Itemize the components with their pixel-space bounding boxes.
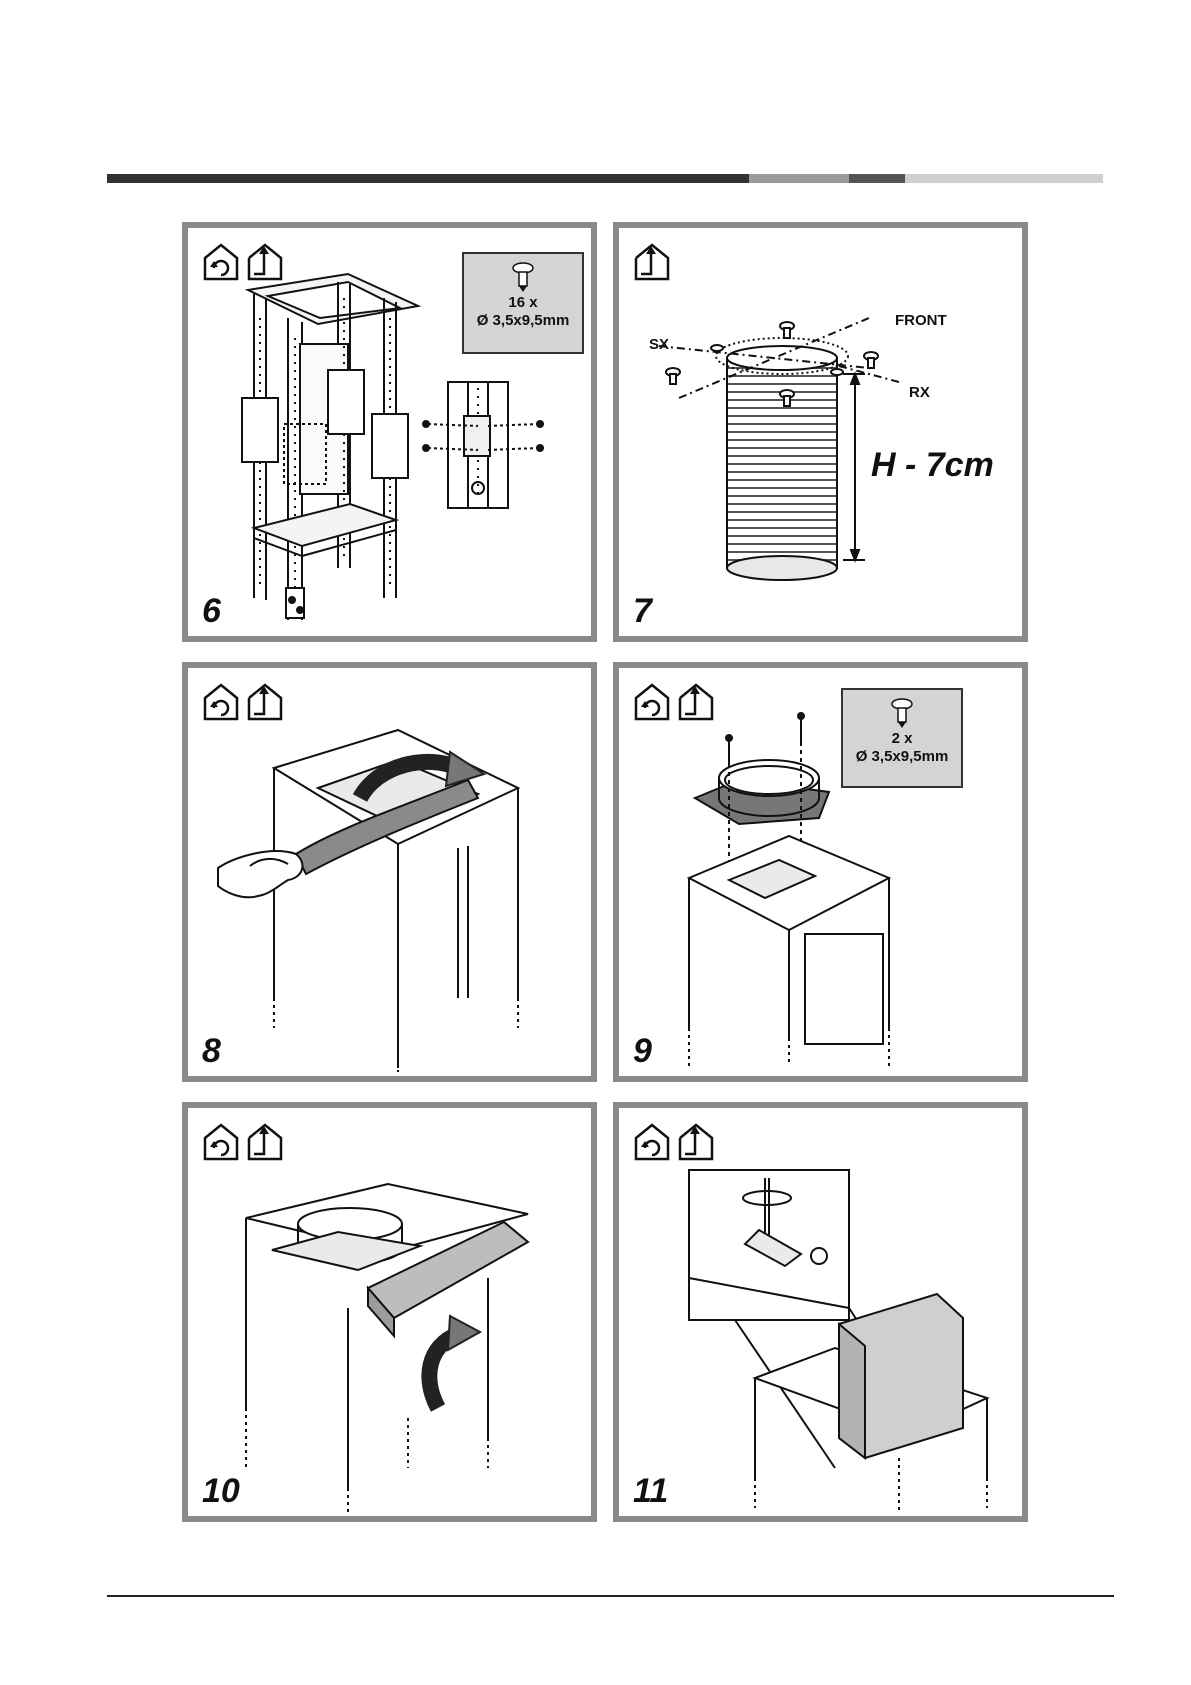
extraction-mode-icon [246,242,284,282]
extraction-mode-icon [677,1122,715,1162]
step-number: 8 [202,1034,221,1068]
screw-icon [512,262,534,292]
screw-icon [891,698,913,728]
step-panel-9: 2 x Ø 3,5x9,5mm 9 [613,662,1028,1082]
label-rx: RX [909,384,930,401]
header-bar-segment-dark [107,174,749,183]
extraction-mode-icon [246,682,284,722]
footer-rule [107,1595,1114,1597]
recirculation-mode-icon [202,1122,240,1162]
step-number: 9 [633,1034,652,1068]
screw-info-box: 16 x Ø 3,5x9,5mm [462,252,584,354]
mode-icons [633,242,671,282]
screw-quantity: 2 x [843,730,961,748]
header-bar-segment-pale [905,174,1103,183]
step-number: 7 [633,594,652,628]
step-panel-8: 8 [182,662,597,1082]
mode-icons [633,1122,715,1162]
header-bar [107,174,1103,183]
extraction-mode-icon [633,242,671,282]
mode-icons [202,242,284,282]
header-bar-segment-mid [849,174,905,183]
secure-panel-illustration [619,1108,1022,1516]
label-front: FRONT [895,312,947,329]
recirculation-mode-icon [202,242,240,282]
step-panel-6: 16 x Ø 3,5x9,5mm 6 [182,222,597,642]
screw-info-box: 2 x Ø 3,5x9,5mm [841,688,963,788]
step-panel-10: 10 [182,1102,597,1522]
step-number: 6 [202,594,221,628]
recirculation-mode-icon [633,1122,671,1162]
step-number: 11 [633,1474,668,1508]
label-sx: SX [649,336,669,353]
height-label: H - 7cm [871,446,994,485]
remove-tape-illustration [188,668,591,1076]
screw-size: Ø 3,5x9,5mm [843,748,961,766]
recirculation-mode-icon [633,682,671,722]
screw-size: Ø 3,5x9,5mm [464,312,582,330]
screw-quantity: 16 x [464,294,582,312]
step-panel-7: SX FRONT RX H - 7cm 7 [613,222,1028,642]
mode-icons [202,1122,284,1162]
filter-cover-illustration [188,1108,591,1516]
extraction-mode-icon [677,682,715,722]
recirculation-mode-icon [202,682,240,722]
header-bar-segment-light [749,174,849,183]
extraction-mode-icon [246,1122,284,1162]
flexible-duct-illustration [619,228,1022,636]
step-number: 10 [202,1474,240,1508]
mode-icons [202,682,284,722]
mode-icons [633,682,715,722]
step-panel-11: 11 [613,1102,1028,1522]
